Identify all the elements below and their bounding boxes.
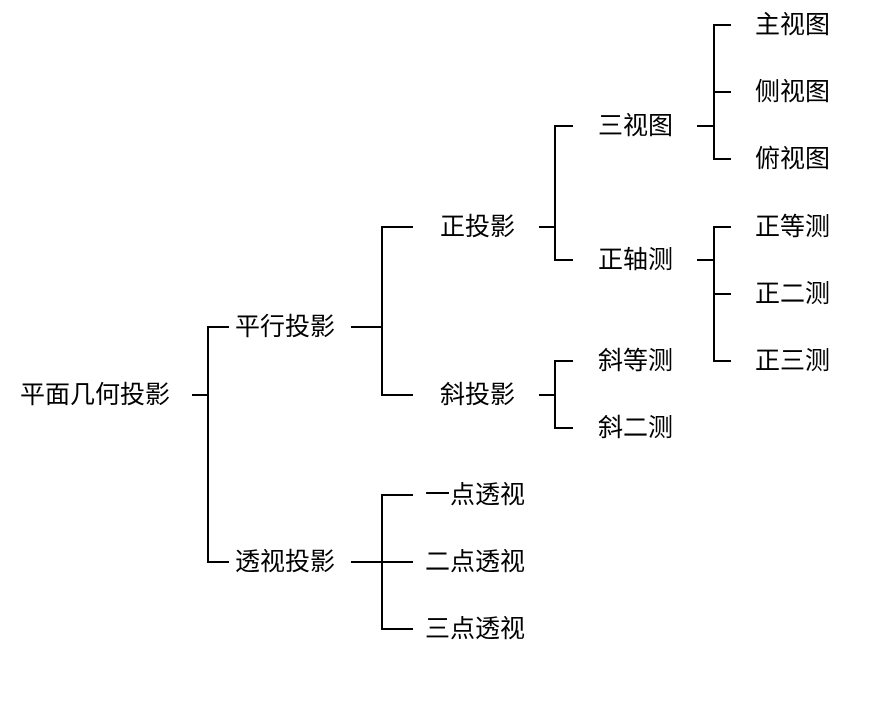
node-side-view: 侧视图	[755, 77, 831, 106]
node-front-view: 主视图	[755, 10, 831, 39]
node-two-point-perspective: 二点透视	[425, 547, 526, 576]
node-one-point-perspective: 一点透视	[425, 480, 526, 509]
node-oblique-projection: 斜投影	[440, 380, 516, 409]
node-axonometric: 正轴测	[598, 245, 674, 274]
node-oblique-equal: 斜等测	[598, 346, 674, 375]
node-dimetric: 正二测	[755, 279, 831, 308]
node-perspective-projection: 透视投影	[235, 547, 336, 576]
node-parallel-projection: 平行投影	[235, 312, 336, 341]
node-three-view: 三视图	[598, 111, 674, 140]
node-planar-projection: 平面几何投影	[20, 380, 171, 409]
node-trimetric: 正三测	[755, 346, 831, 375]
node-three-point-perspective: 三点透视	[425, 614, 526, 643]
node-oblique-half: 斜二测	[598, 413, 674, 442]
node-orthographic-projection: 正投影	[440, 212, 516, 241]
node-top-view: 俯视图	[755, 144, 831, 173]
node-isometric: 正等测	[755, 212, 831, 241]
